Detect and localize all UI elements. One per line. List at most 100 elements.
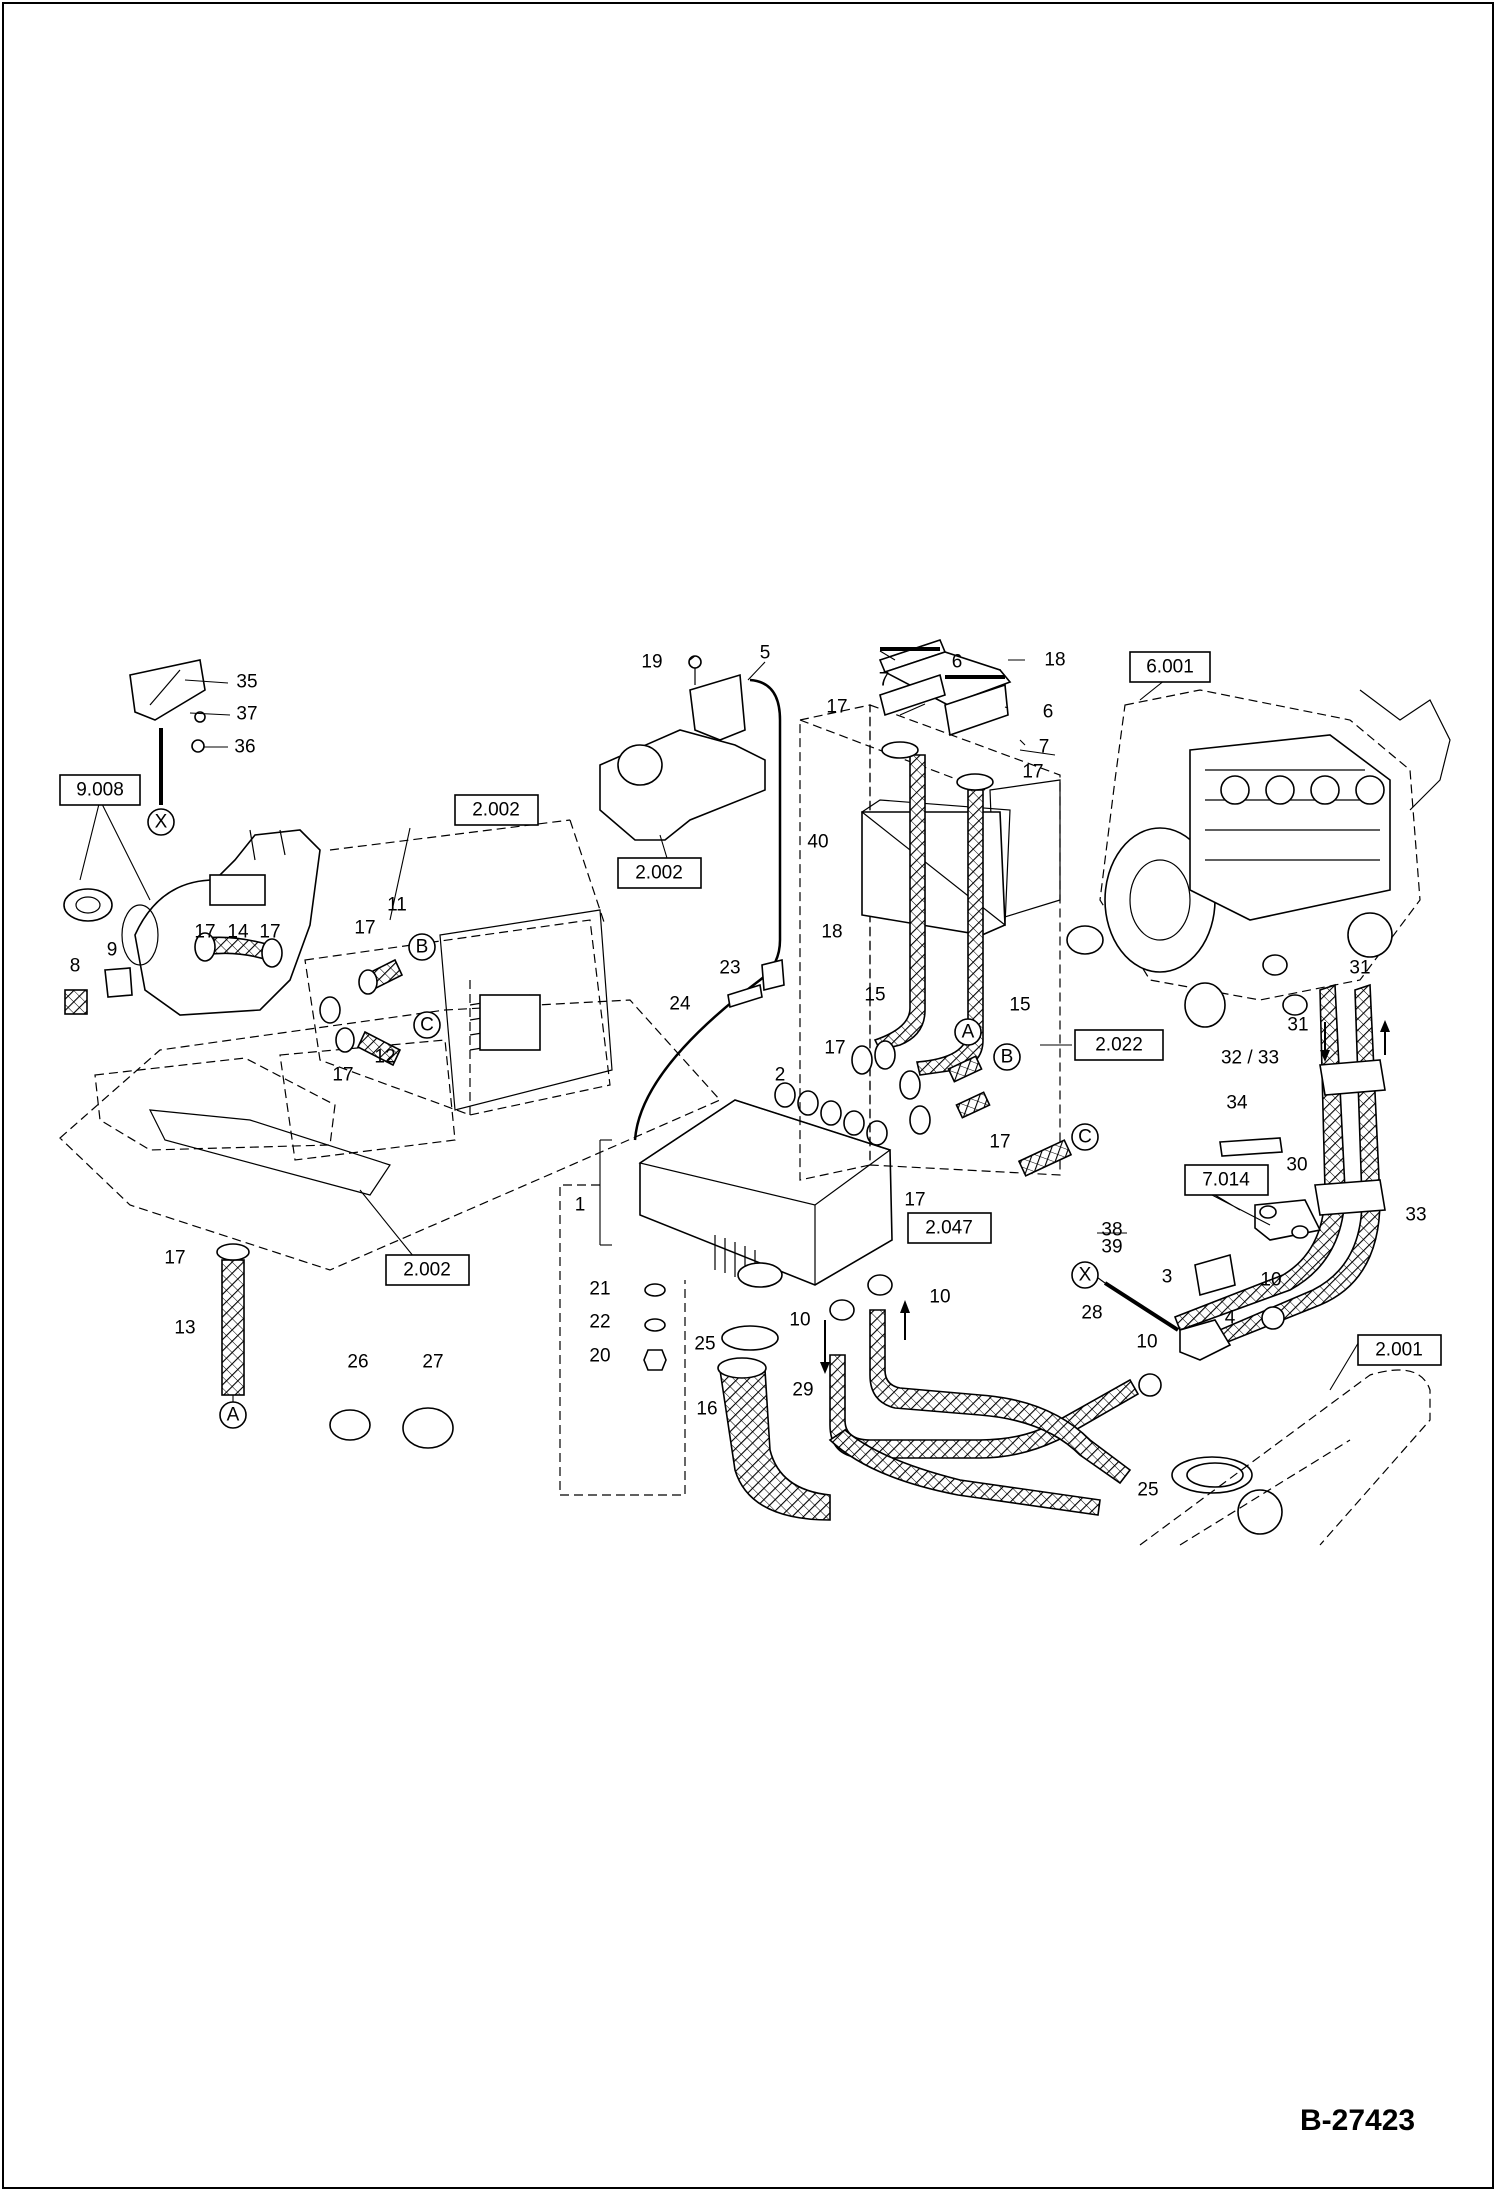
- part-number-callouts: 1 2 3 4 5 6 6 7 7 8 9 10 10 10 10 11 12 …: [70, 643, 1427, 1501]
- callout-33: 33: [1405, 1205, 1426, 1226]
- callout-24: 24: [669, 994, 691, 1015]
- marker-B-console: B: [408, 933, 436, 961]
- svg-text:B: B: [1001, 1047, 1014, 1068]
- ref-box-2.002-b: 2.002: [617, 857, 702, 889]
- callout-15-right: 15: [1009, 995, 1030, 1016]
- callout-17-console-d: 17: [332, 1065, 353, 1086]
- callout-1: 1: [575, 1195, 586, 1216]
- callout-17-duct-b: 17: [1022, 762, 1043, 783]
- callout-16: 16: [696, 1399, 717, 1420]
- marker-X-cable: X: [1071, 1261, 1099, 1289]
- coolant-hoses-28-29: [828, 1274, 1283, 1535]
- hose-13: [216, 1243, 250, 1405]
- hose-16: [717, 1325, 831, 1521]
- callout-17-box-a: 17: [824, 1038, 845, 1059]
- marker-C-console: C: [413, 1011, 441, 1039]
- callout-17-console-a: 17: [194, 922, 215, 943]
- callout-9: 9: [107, 940, 118, 961]
- callout-17-box-c: 17: [904, 1190, 925, 1211]
- heater-console: [121, 829, 321, 1016]
- ref-box-6.001: 6.001: [1129, 651, 1211, 683]
- ref-box-9.008: 9.008: [59, 774, 141, 806]
- ref-box-7.014: 7.014: [1184, 1164, 1269, 1196]
- callout-7-lower: 7: [1039, 737, 1050, 758]
- callout-19: 19: [641, 652, 662, 673]
- svg-text:X: X: [1079, 1265, 1092, 1286]
- marker-X-console: X: [147, 808, 175, 836]
- document-number: B-27423: [1300, 2104, 1416, 2137]
- ref-box-2.002-c: 2.002: [385, 1254, 470, 1286]
- heater-box: [638, 1082, 893, 1288]
- svg-text:9.008: 9.008: [76, 780, 124, 801]
- marker-A-box: A: [954, 1018, 982, 1046]
- callout-11: 11: [387, 895, 407, 916]
- tank-2.002: [599, 655, 766, 841]
- callout-39: 39: [1101, 1237, 1122, 1258]
- svg-text:C: C: [1078, 1127, 1092, 1148]
- callout-37: 37: [236, 704, 257, 725]
- ref-box-2.002-a: 2.002: [454, 794, 539, 826]
- svg-text:2.047: 2.047: [925, 1218, 973, 1239]
- callout-6-upper: 6: [952, 652, 963, 673]
- callout-20: 20: [589, 1346, 610, 1367]
- ref-box-2.001: 2.001: [1357, 1334, 1442, 1366]
- callout-2: 2: [775, 1065, 786, 1086]
- svg-text:A: A: [962, 1022, 975, 1043]
- frame-2.001: [1139, 1369, 1431, 1546]
- callout-7-upper: 7: [879, 670, 890, 691]
- svg-text:6.001: 6.001: [1146, 657, 1194, 678]
- callout-21: 21: [589, 1279, 610, 1300]
- callout-12: 12: [374, 1047, 395, 1068]
- console-hoses: [194, 932, 404, 1067]
- callout-5: 5: [760, 643, 771, 664]
- vent-parts: [63, 888, 133, 1015]
- connection-markers: A A B B C C X: [147, 808, 1099, 1429]
- callout-18-upper: 18: [1044, 650, 1065, 671]
- callout-32-33: 32 / 33: [1221, 1048, 1279, 1069]
- marker-B-box: B: [993, 1043, 1021, 1071]
- callout-13: 13: [174, 1318, 195, 1339]
- svg-text:X: X: [155, 812, 168, 833]
- callout-6-lower: 6: [1043, 702, 1054, 723]
- callout-30: 30: [1286, 1155, 1307, 1176]
- box-hose-clamps: [851, 1040, 1073, 1177]
- callout-40: 40: [807, 832, 828, 853]
- callout-26: 26: [347, 1352, 368, 1373]
- callout-14: 14: [227, 922, 249, 943]
- callout-10-box-a: 10: [789, 1310, 810, 1331]
- marker-C-box: C: [1071, 1123, 1099, 1151]
- fasteners-20-22: [643, 1283, 667, 1371]
- callout-25-box: 25: [694, 1334, 715, 1355]
- callout-31-lower: 31: [1287, 1015, 1308, 1036]
- control-cable: [633, 678, 785, 1141]
- clamps-26-27: [329, 1407, 454, 1449]
- flow-arrows: [820, 1020, 1390, 1374]
- svg-text:2.022: 2.022: [1095, 1035, 1143, 1056]
- callout-38: 38: [1101, 1220, 1122, 1241]
- svg-text:2.002: 2.002: [403, 1260, 451, 1281]
- coolant-lines-right: [1103, 954, 1386, 1397]
- svg-text:A: A: [227, 1405, 240, 1426]
- callout-35: 35: [236, 672, 257, 693]
- svg-text:2.002: 2.002: [472, 800, 520, 821]
- callout-29: 29: [792, 1380, 813, 1401]
- callout-4: 4: [1225, 1308, 1236, 1329]
- ref-box-2.047: 2.047: [907, 1212, 992, 1244]
- callout-25-right: 25: [1137, 1480, 1158, 1501]
- engine-6.001: [1066, 689, 1451, 1028]
- callout-17-left: 17: [164, 1248, 185, 1269]
- callout-36: 36: [234, 737, 255, 758]
- callout-28: 28: [1081, 1303, 1102, 1324]
- svg-text:C: C: [420, 1015, 434, 1036]
- callout-10-box-b: 10: [929, 1287, 950, 1308]
- ref-box-2.022: 2.022: [1074, 1029, 1164, 1061]
- callout-10-valve-b: 10: [1260, 1270, 1281, 1291]
- callout-34: 34: [1226, 1093, 1248, 1114]
- reference-boxes: 9.008 2.002 2.002 2.002 6.001 2.022: [59, 651, 1442, 1366]
- svg-text:B: B: [416, 937, 429, 958]
- callout-18-lower: 18: [821, 922, 842, 943]
- callout-3: 3: [1162, 1267, 1173, 1288]
